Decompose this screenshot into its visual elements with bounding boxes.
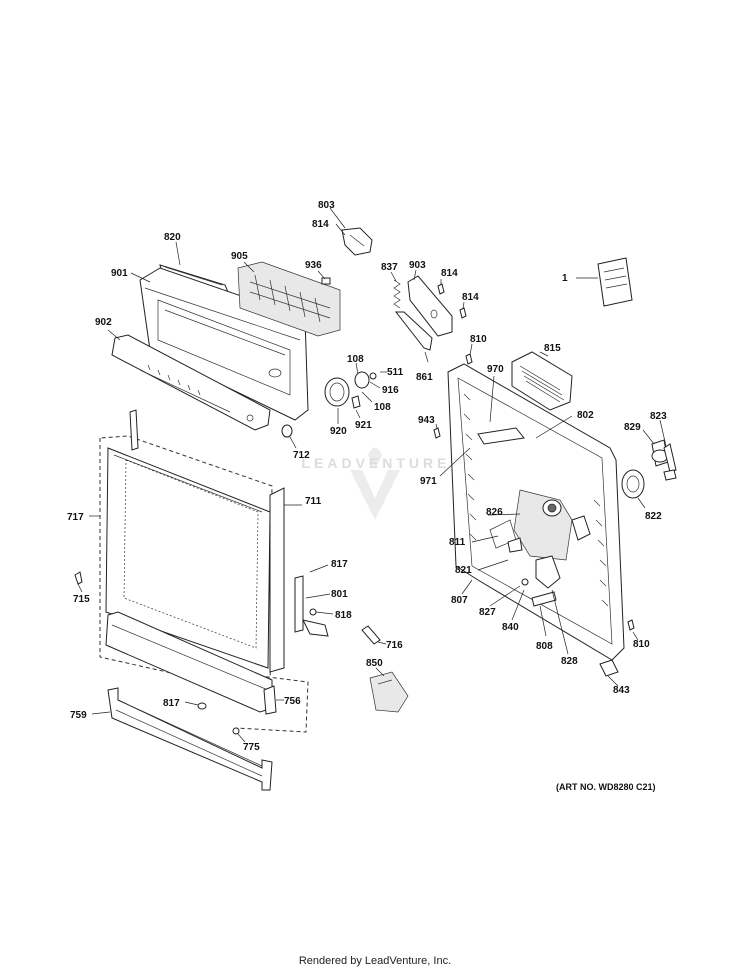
callout-814: 814 xyxy=(312,219,329,230)
callout-828: 828 xyxy=(561,656,578,667)
callout-921: 921 xyxy=(355,420,372,431)
callout-717: 717 xyxy=(67,512,84,523)
callout-807: 807 xyxy=(451,595,468,606)
part-943-screw xyxy=(433,423,441,439)
callout-716: 716 xyxy=(386,640,403,651)
callout-821: 821 xyxy=(455,565,472,576)
callout-759: 759 xyxy=(70,710,87,721)
callout-711: 711 xyxy=(305,496,322,507)
callout-822: 822 xyxy=(645,511,662,522)
callout-823: 823 xyxy=(650,411,667,422)
callout-829: 829 xyxy=(624,422,641,433)
callout-920: 920 xyxy=(330,426,347,437)
part-902-faceplate xyxy=(107,329,271,431)
part-822-dispenser-cap xyxy=(621,469,646,509)
part-850-bracket xyxy=(369,667,409,713)
part-837-spring xyxy=(390,271,433,363)
part-905-control-board xyxy=(237,261,341,337)
group-756-outline xyxy=(235,674,309,733)
part-775-screw xyxy=(232,727,246,743)
part-712-plug xyxy=(281,424,297,449)
part-715-screw xyxy=(74,571,83,593)
part-817-clip xyxy=(184,701,207,710)
callout-943: 943 xyxy=(418,415,435,426)
callout-756: 756 xyxy=(284,696,301,707)
callout-843: 843 xyxy=(613,685,630,696)
callout-108: 108 xyxy=(347,354,364,365)
callout-712: 712 xyxy=(293,450,310,461)
part-711-outer-panel xyxy=(105,409,302,673)
part-810-screw xyxy=(465,343,473,365)
callout-826: 826 xyxy=(486,507,503,518)
callout-850: 850 xyxy=(366,658,383,669)
part-823-spring xyxy=(659,419,677,481)
part-815-vent xyxy=(511,351,573,411)
callout-801: 801 xyxy=(331,589,348,600)
part-814-screws xyxy=(437,279,467,319)
part-1-manual xyxy=(576,257,633,307)
callout-811: 811 xyxy=(449,537,466,548)
footer-credit: Rendered by LeadVenture, Inc. xyxy=(298,955,452,967)
part-803-latch xyxy=(329,207,373,256)
part-759-toe-kick xyxy=(91,687,273,791)
part-829-dispenser-knob xyxy=(642,429,669,467)
part-936-clip xyxy=(317,270,331,285)
callout-818: 818 xyxy=(335,610,352,621)
callout-936: 936 xyxy=(305,260,322,271)
callout-815: 815 xyxy=(544,343,561,354)
callout-775: 775 xyxy=(243,742,260,753)
callout-814-b: 814 xyxy=(441,268,458,279)
art-number: (ART NO. WD8280 C21) xyxy=(556,782,656,792)
callout-108-b: 108 xyxy=(374,402,391,413)
callout-837: 837 xyxy=(381,262,398,273)
callout-803: 803 xyxy=(318,200,335,211)
callout-903: 903 xyxy=(409,260,426,271)
callout-817: 817 xyxy=(331,559,348,570)
part-970-inner-door xyxy=(439,363,625,661)
callout-861: 861 xyxy=(416,372,433,383)
watermark-text: LEADVENTURE xyxy=(301,455,451,471)
callout-1: 1 xyxy=(562,273,568,284)
callout-902: 902 xyxy=(95,317,112,328)
callout-840: 840 xyxy=(502,622,519,633)
part-801-door-bracket xyxy=(294,564,334,637)
callout-511: 511 xyxy=(387,367,404,378)
callout-820: 820 xyxy=(164,232,181,243)
callout-817-b: 817 xyxy=(163,698,180,709)
callout-971: 971 xyxy=(420,476,437,487)
callout-808: 808 xyxy=(536,641,553,652)
part-756-toe-panel-bracket xyxy=(105,611,284,715)
part-716-spacer xyxy=(361,625,387,645)
watermark-logo-icon xyxy=(350,447,400,520)
callout-715: 715 xyxy=(73,594,90,605)
part-903-latch-plate xyxy=(407,269,453,337)
part-810-screw-lower xyxy=(627,619,639,641)
watermark: LEADVENTURE xyxy=(246,455,506,473)
callout-905: 905 xyxy=(231,251,248,262)
callout-814-c: 814 xyxy=(462,292,479,303)
callout-802: 802 xyxy=(577,410,594,421)
callout-labels: 803 814 820 905 936 837 903 814 901 814 … xyxy=(67,200,667,753)
part-920-knob-assembly xyxy=(324,362,387,424)
callout-827: 827 xyxy=(479,607,496,618)
callout-901: 901 xyxy=(111,268,128,279)
part-843-clip xyxy=(599,659,619,687)
callout-810: 810 xyxy=(470,334,487,345)
callout-970: 970 xyxy=(487,364,504,375)
callout-916: 916 xyxy=(382,385,399,396)
callout-810-b: 810 xyxy=(633,639,650,650)
